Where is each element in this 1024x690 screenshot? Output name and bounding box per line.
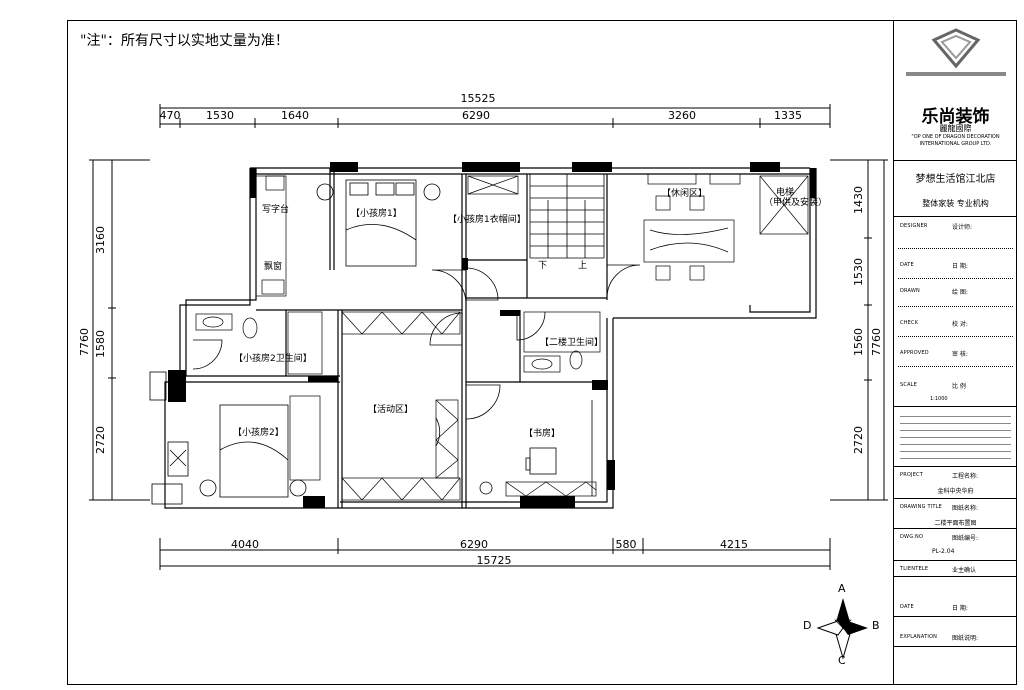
top-dimensions: [159, 104, 831, 128]
drawing-frame: [67, 20, 1017, 685]
explanation-label: EXPLANATION: [900, 634, 938, 640]
top-dim-3: 1640: [281, 109, 309, 122]
stairs-down-label: 下: [538, 261, 547, 271]
designer-value: 设计师:: [952, 224, 973, 231]
bottom-total-dim: 15725: [477, 554, 512, 567]
date2-value: 日 期:: [952, 605, 968, 612]
brand-subtitle: 麗龍國際: [939, 124, 972, 133]
right-dimensions: [830, 159, 888, 501]
compass-b: B: [872, 619, 880, 632]
dwg-number: PL-2.04: [932, 548, 955, 555]
room-label-desk: 写字台: [262, 203, 289, 215]
slogan: 整体家装 专业机构: [922, 199, 989, 208]
group-line-1: "OP ONE OF DRAGON DECORATION: [911, 134, 1000, 140]
room-label-elevator: 电梯: [776, 186, 794, 198]
approved-label: APPROVED: [900, 350, 929, 356]
date2-label: DATE: [900, 604, 914, 610]
explanation-value: 图纸说明:: [952, 635, 979, 642]
left-dim-3: 2720: [94, 426, 107, 454]
staircase: [529, 174, 605, 259]
room-label-kid2: 【小孩房2】: [233, 426, 284, 438]
designer-label: DESIGNER: [900, 223, 928, 229]
top-dim-2: 1530: [206, 109, 234, 122]
bottom-dim-4: 4215: [720, 538, 748, 551]
room-label-bath2: 【二楼卫生间】: [540, 336, 603, 348]
date-value: 日 期:: [952, 263, 968, 270]
right-total-dim: 7760: [870, 328, 883, 356]
group-line-2: INTERNATIONAL GROUP LTD.: [919, 141, 992, 147]
drawing-title-value: 图纸名称:: [952, 505, 979, 512]
drawing-title-label: DRAWING TITLE: [900, 504, 943, 510]
room-label-activity: 【活动区】: [368, 403, 413, 415]
drawing-name: 二楼平面布置图: [934, 520, 977, 527]
top-dim-1: 470: [160, 109, 181, 122]
bathroom-fixtures: [195, 311, 601, 375]
bottom-dimensions: [159, 538, 831, 570]
top-total-dim: 15525: [461, 92, 496, 105]
wardrobes: [289, 173, 741, 501]
room-label-kid1: 【小孩房1】: [351, 207, 402, 219]
dimension-note: "注"：所有尺寸以实地丈量为准！: [80, 33, 289, 49]
bottom-dim-1: 4040: [231, 538, 259, 551]
company-logo-icon: [906, 28, 1006, 76]
right-dim-4: 2720: [852, 426, 865, 454]
client-label: TLIENTELE: [900, 566, 929, 572]
scale-label: SCALE: [900, 382, 918, 388]
stairs-up-label: 上: [578, 260, 587, 271]
approved-value: 审 核:: [952, 351, 968, 358]
room-label-study: 【书房】: [524, 427, 560, 439]
left-dim-2: 1580: [94, 330, 107, 358]
left-dimensions: [89, 159, 150, 501]
study-furniture: [479, 400, 593, 496]
client-value: 业主确认: [952, 567, 977, 574]
bottom-dim-2: 6290: [460, 538, 488, 551]
scale-number: 1:1000: [930, 396, 948, 402]
bed-kid1: [316, 179, 441, 267]
project-label: PROJECT: [900, 472, 924, 478]
doors: [192, 264, 641, 447]
leisure-furniture: [643, 175, 809, 281]
store-name: 梦想生活馆江北店: [915, 174, 996, 185]
dwg-value: 图纸编号:: [952, 535, 979, 542]
top-dim-6: 1335: [774, 109, 802, 122]
project-name: 金科中央华府: [937, 488, 974, 495]
right-dim-3: 1560: [852, 328, 865, 356]
floor-plan: 15525 470 1530 1640 6290 3260 1335 4040 …: [78, 92, 888, 667]
compass-rose: [816, 598, 868, 660]
bed-kid2: [149, 371, 307, 505]
room-label-elevator-note: （甲供及安装）: [764, 196, 827, 208]
project-value: 工程名称:: [952, 473, 979, 480]
left-total-dim: 7760: [78, 328, 91, 356]
dwg-label: DWG.NO: [900, 534, 924, 540]
compass-a: A: [838, 582, 846, 595]
right-dim-2: 1530: [852, 258, 865, 286]
desk-kid1: [255, 175, 287, 297]
right-dim-1: 1430: [852, 186, 865, 214]
check-label: CHECK: [900, 320, 919, 326]
room-label-kid1-closet: 【小孩房1衣帽间】: [448, 213, 526, 225]
drawn-label: DRAWN: [900, 288, 920, 294]
compass-d: D: [803, 619, 811, 632]
date-label: DATE: [900, 262, 914, 268]
title-block: 乐尚装饰 麗龍國際 "OP ONE OF DRAGON DECORATION I…: [893, 20, 1017, 685]
room-label-bay-window: 飘窗: [264, 260, 282, 272]
compass-c: C: [838, 654, 846, 667]
room-label-kid2-bath: 【小孩房2卫生间】: [234, 352, 312, 364]
top-dim-5: 3260: [668, 109, 696, 122]
room-label-leisure: 【休闲区】: [662, 187, 707, 199]
check-value: 校 对:: [952, 321, 968, 328]
bottom-dim-3: 580: [616, 538, 637, 551]
drawn-value: 绘 图:: [952, 289, 968, 296]
top-dim-4: 6290: [462, 109, 490, 122]
scale-value: 比 例: [952, 383, 966, 390]
left-dim-1: 3160: [94, 226, 107, 254]
general-notes: [900, 412, 1011, 462]
wall-columns: [168, 162, 816, 508]
brand-name: 乐尚装饰: [921, 107, 990, 127]
